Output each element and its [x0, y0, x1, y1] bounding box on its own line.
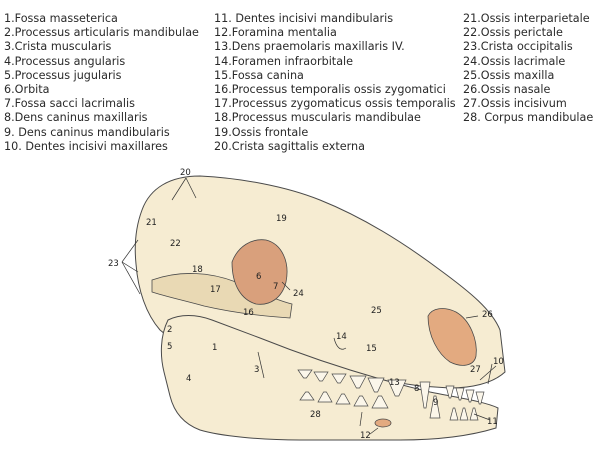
lower-tooth-4	[371, 395, 389, 409]
legend-item: 12.Foramina mentalia	[214, 26, 337, 40]
upper-tooth-10	[475, 391, 485, 405]
lower-tooth-1	[317, 391, 333, 403]
label-12: 12	[360, 431, 371, 441]
upper-tooth-1	[313, 371, 329, 382]
legend-column-2: 11. Dentes incisivi mandibularis 12.Fora…	[214, 12, 456, 154]
legend-item: 16.Processus temporalis ossis zygomatici	[214, 83, 446, 97]
zygomatic-arch	[151, 273, 293, 319]
upper-tooth-5	[387, 379, 407, 397]
label-17: 17	[210, 285, 221, 295]
mental-foramen	[374, 418, 392, 428]
legend-item: 19.Ossis frontale	[214, 125, 309, 139]
legend-item: 27.Ossis incisivum	[463, 97, 567, 111]
upper-tooth-6	[419, 381, 431, 409]
legend-item: 3.Crista muscularis	[4, 40, 112, 54]
label-2: 2	[167, 325, 172, 335]
legend-item: 21.Ossis interparietale	[463, 12, 590, 25]
legend-item: 1.Fossa masseterica	[4, 12, 118, 25]
legend-item: 2.Processus articularis mandibulae	[4, 26, 199, 40]
upper-tooth-3	[349, 375, 367, 389]
label-24: 24	[293, 289, 304, 299]
label-11: 11	[487, 417, 498, 427]
diagram-labels: 1 2 3 4 5 6 7 8 9 10 11 12 13 14 15 16 1…	[108, 168, 504, 441]
label-25: 25	[371, 306, 382, 316]
legend-item: 15.Fossa canina	[214, 68, 304, 82]
lower-teeth	[299, 391, 479, 421]
legend-item: 14.Foramen infraorbitale	[214, 54, 354, 68]
legend-item: 7.Fossa sacci lacrimalis	[4, 97, 135, 111]
legend-item: 11. Dentes incisivi mandibularis	[214, 12, 394, 25]
label-3: 3	[254, 365, 259, 375]
label-28: 28	[310, 410, 321, 420]
lower-tooth-7	[459, 407, 469, 421]
label-10: 10	[493, 357, 504, 367]
mandible-shape	[160, 315, 499, 441]
legend-item: 22.Ossis perictale	[463, 26, 563, 40]
legend-item: 23.Crista occipitalis	[463, 40, 573, 54]
legend-item: 9. Dens caninus mandibularis	[4, 125, 170, 139]
infraorbital-foramen	[333, 337, 347, 350]
legend-item: 6.Orbita	[4, 83, 50, 97]
lower-tooth-3	[353, 395, 369, 407]
label-20: 20	[180, 168, 191, 178]
legend-item: 8.Dens caninus maxillaris	[4, 111, 148, 125]
lower-tooth-6	[449, 407, 459, 421]
legend-item: 28. Corpus mandibulae	[463, 111, 594, 125]
legend-column-3: 21.Ossis interparietale 22.Ossis pericta…	[463, 12, 593, 126]
label-7: 7	[273, 282, 278, 292]
label-6: 6	[256, 272, 261, 282]
legend-item: 18.Processus muscularis mandibulae	[214, 111, 421, 125]
legend-column-1: 1.Fossa masseterica 2.Processus articula…	[4, 12, 199, 154]
upper-tooth-8	[455, 387, 465, 401]
label-1: 1	[212, 343, 217, 353]
label-9: 9	[433, 398, 438, 408]
label-22: 22	[170, 239, 181, 249]
legend-item: 4.Processus angularis	[4, 54, 126, 68]
orbit-shape	[231, 239, 288, 305]
label-23: 23	[108, 259, 119, 269]
upper-teeth	[297, 369, 485, 409]
label-21: 21	[146, 218, 157, 228]
legend-item: 5.Processus jugularis	[4, 68, 122, 82]
label-27: 27	[470, 365, 481, 375]
legend-item: 26.Ossis nasale	[463, 83, 551, 97]
upper-tooth-4	[367, 377, 385, 393]
legend-item: 13.Dens praemolaris maxillaris IV.	[214, 40, 405, 54]
label-13: 13	[389, 378, 400, 388]
upper-tooth-9	[465, 389, 475, 403]
label-26: 26	[482, 310, 493, 320]
lower-tooth-2	[335, 393, 351, 405]
legend-item: 17.Processus zygomaticus ossis temporali…	[214, 97, 456, 111]
label-5: 5	[167, 342, 172, 352]
nasal-aperture	[427, 308, 477, 366]
upper-tooth-7	[445, 385, 455, 399]
label-8: 8	[414, 384, 419, 394]
legend-item: 24.Ossis lacrimale	[463, 54, 566, 68]
upper-tooth-2	[331, 373, 347, 384]
legend-item: 25.Ossis maxilla	[463, 68, 555, 82]
label-15: 15	[366, 344, 377, 354]
label-16: 16	[243, 308, 254, 318]
lower-tooth-0	[299, 391, 315, 401]
label-19: 19	[276, 214, 287, 224]
lower-tooth-5	[429, 395, 441, 419]
label-14: 14	[336, 332, 347, 342]
legend-item: 20.Crista sagittalis externa	[214, 139, 365, 153]
label-18: 18	[192, 265, 203, 275]
legend-item: 10. Dentes incisivi maxillares	[4, 139, 168, 153]
upper-tooth-0	[297, 369, 313, 379]
label-4: 4	[186, 374, 191, 384]
leader-lines	[121, 177, 497, 435]
